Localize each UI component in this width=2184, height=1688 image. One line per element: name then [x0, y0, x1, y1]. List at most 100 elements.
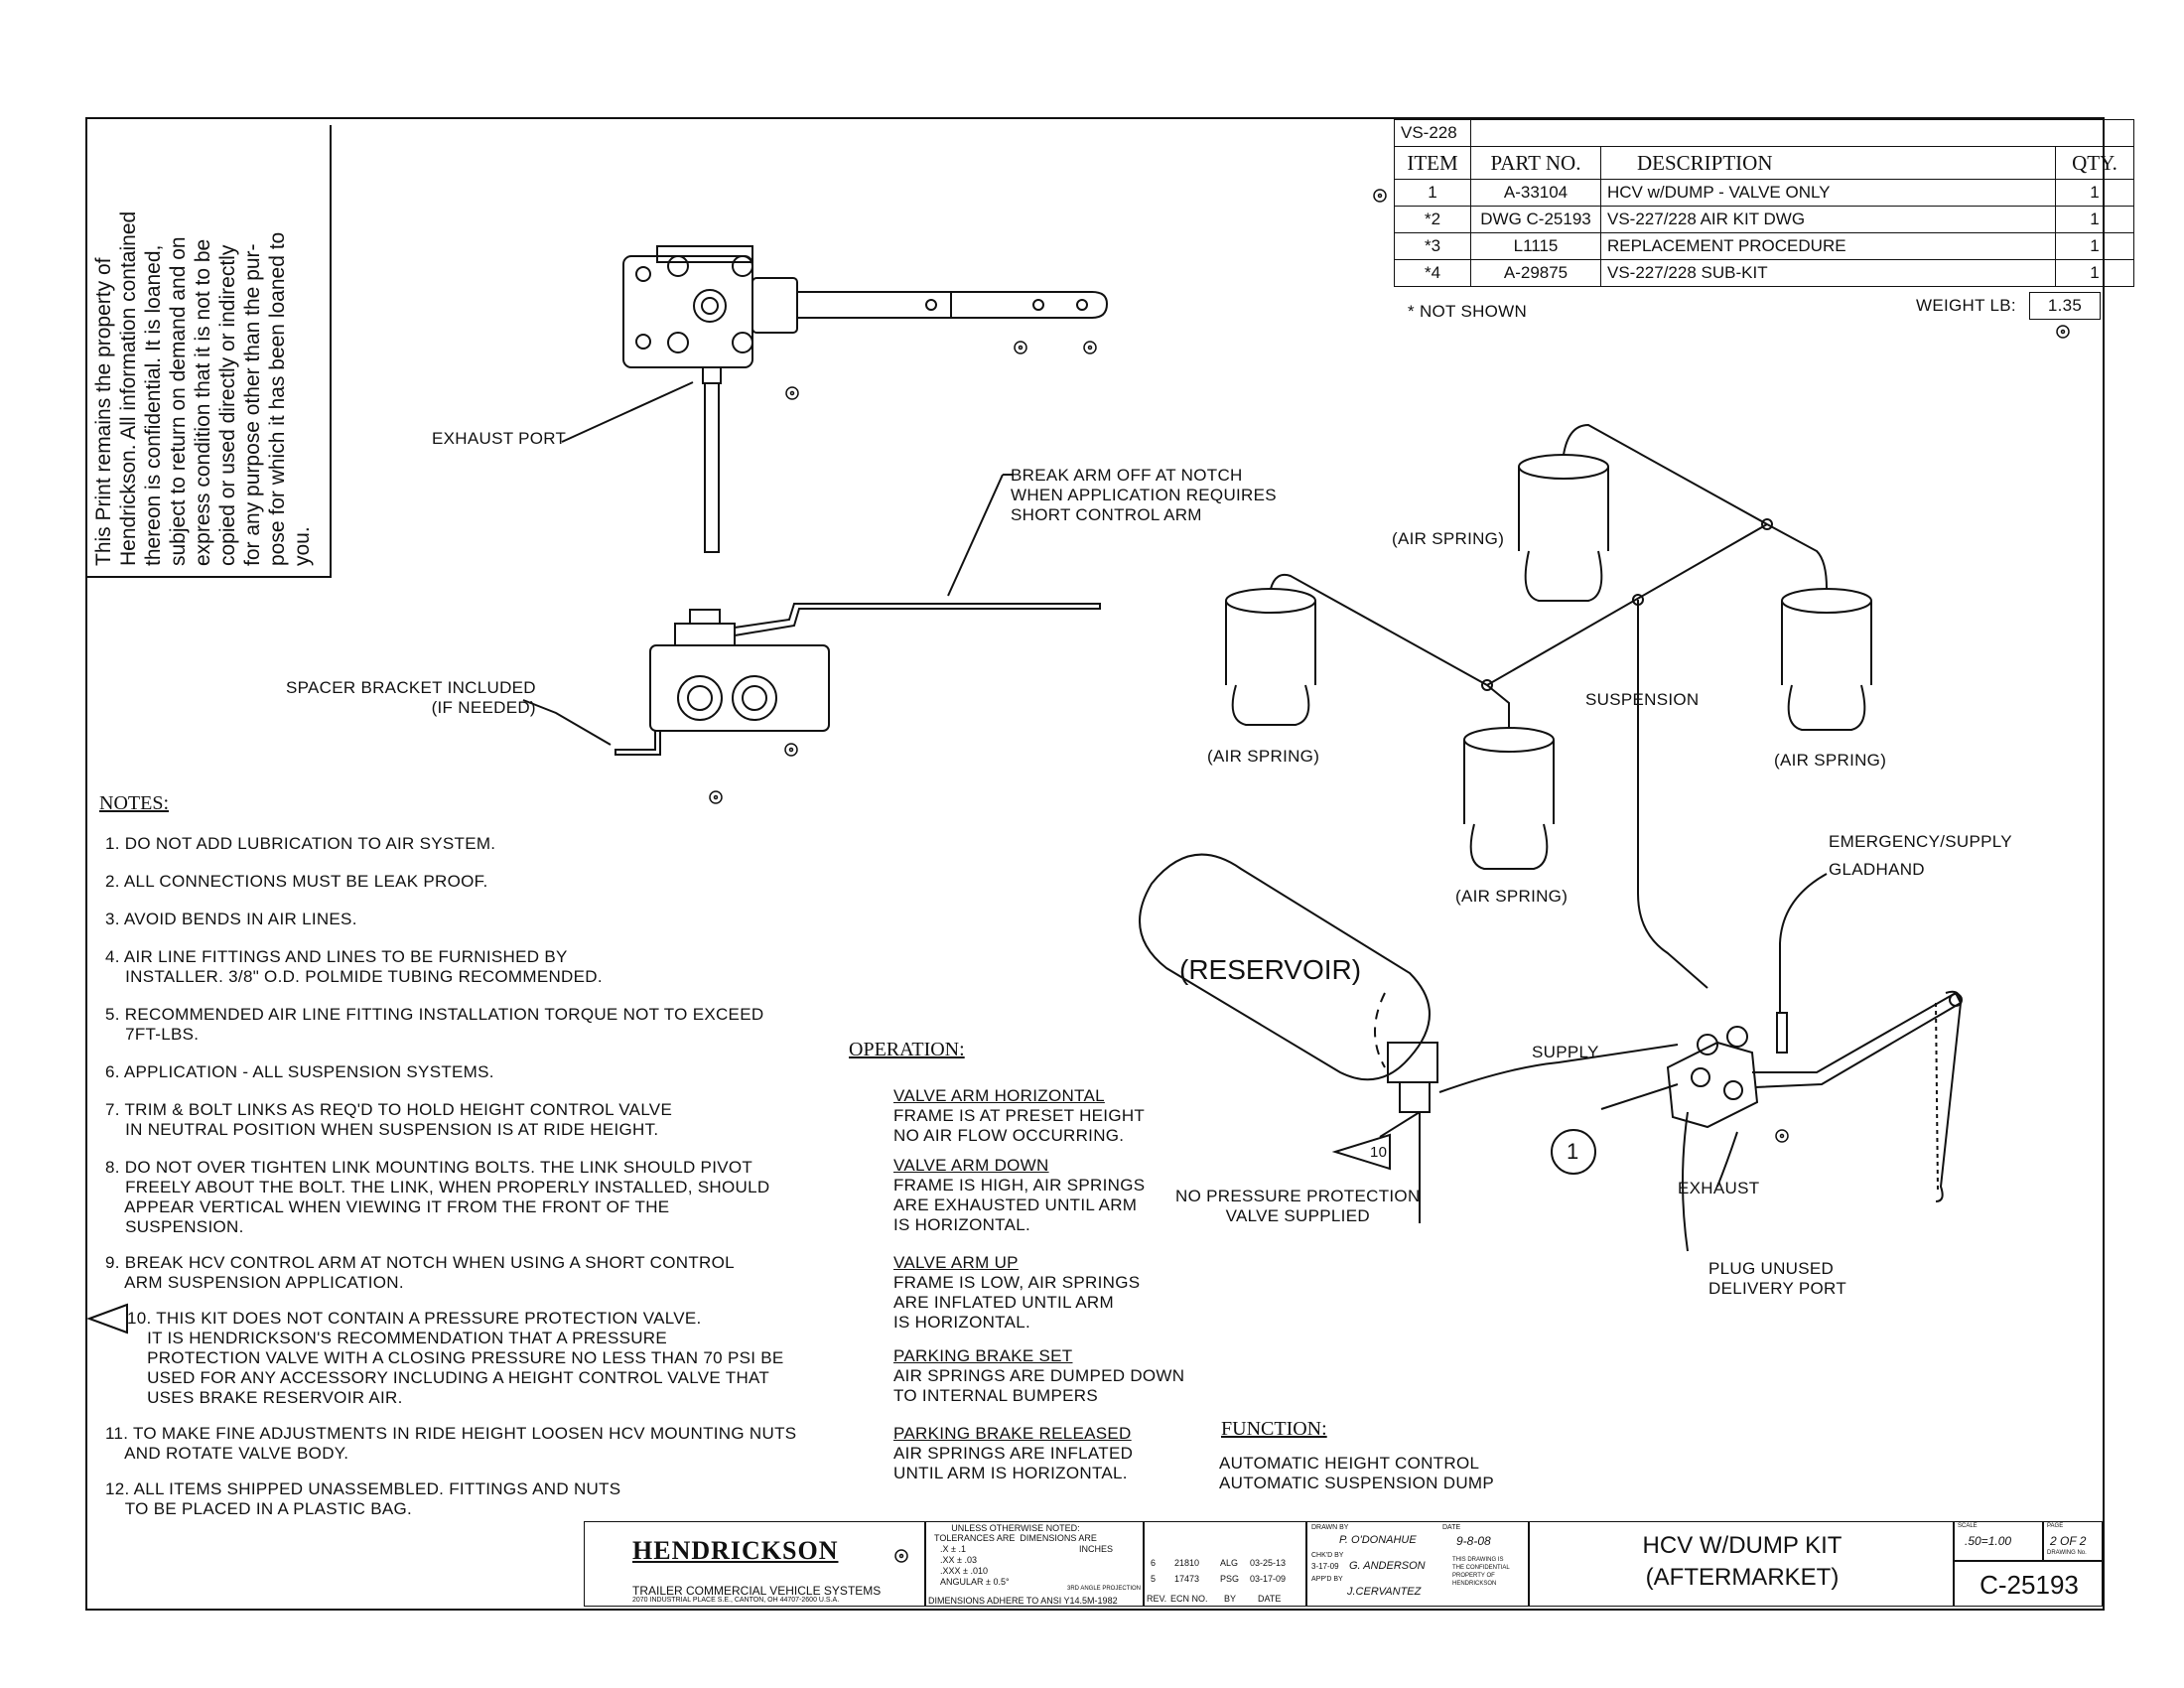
note-item: 6. APPLICATION - ALL SUSPENSION SYSTEMS.	[105, 1062, 494, 1081]
note-10-flag	[1331, 1133, 1391, 1171]
rev-by: ALG	[1220, 1558, 1239, 1568]
notes-title: NOTES:	[99, 792, 169, 814]
label-air-spring: (AIR SPRING)	[1455, 887, 1569, 906]
reservoir-tank	[1139, 853, 1438, 1223]
valve-top-view	[622, 245, 1109, 553]
note-item: 4. AIR LINE FITTINGS AND LINES TO BE FUR…	[105, 947, 603, 986]
operation-heading: PARKING BRAKE SET	[893, 1346, 1073, 1365]
confidential-stamp: THIS DRAWING IS THE CONFIDENTIAL PROPERT…	[1452, 1557, 1510, 1587]
bom-description: VS-227/228 AIR KIT DWG	[1600, 206, 2056, 233]
item-balloon-number: 1	[1567, 1139, 1579, 1164]
scale-value: .50=1.00	[1965, 1534, 2012, 1548]
air-spring-icons	[1225, 454, 1872, 870]
label-gladhand: GLADHAND	[1829, 860, 1925, 879]
bom-part-no: DWG C-25193	[1470, 206, 1601, 233]
company-name: TRAILER COMMERCIAL VEHICLE SYSTEMS	[632, 1584, 882, 1598]
title-block-page: PAGE 2 OF 2 DRAWING No.	[2043, 1521, 2103, 1561]
operation-title: OPERATION:	[849, 1039, 965, 1060]
note-10-flag-notes	[86, 1303, 128, 1335]
rev-header: BY	[1224, 1594, 1237, 1604]
label-exhaust-port: EXHAUST PORT	[432, 429, 567, 448]
operation-text: FRAME IS LOW, AIR SPRINGS ARE INFLATED U…	[893, 1273, 1141, 1332]
bom-row: 1 A-33104 HCV w/DUMP - VALVE ONLY 1	[1394, 179, 2134, 207]
bom-description: REPLACEMENT PROCEDURE	[1600, 232, 2056, 260]
note-item: 9. BREAK HCV CONTROL ARM AT NOTCH WHEN U…	[105, 1253, 735, 1292]
weight-label: WEIGHT LB:	[1916, 296, 2016, 315]
note-flag-number: 10	[1370, 1144, 1388, 1161]
operation-heading: VALVE ARM HORIZONTAL	[893, 1086, 1105, 1105]
drawing-frame	[85, 117, 2105, 1611]
drawing-no-label: DRAWING No.	[2047, 1550, 2087, 1556]
checked-by-label: CHK'D BY	[1311, 1552, 1344, 1559]
projection-label: 3RD ANGLE PROJECTION	[1067, 1586, 1142, 1592]
page-label: PAGE	[2047, 1523, 2064, 1529]
title-block-title: HCV W/DUMP KIT (AFTERMARKET)	[1529, 1521, 1954, 1607]
label-exhaust: EXHAUST	[1678, 1179, 1760, 1197]
title-block-scale: SCALE .50=1.00	[1954, 1521, 2043, 1561]
tolerances-values: .X ± .1 .XX ± .03 .XXX ± .010 ANGULAR ± …	[940, 1544, 1010, 1587]
operation-list: VALVE ARM HORIZONTAL FRAME IS AT PRESET …	[893, 1086, 1184, 1493]
rev-number: 6	[1151, 1558, 1157, 1568]
confidential-notice-box: This Print remains the property of Hendr…	[85, 125, 332, 578]
note-item: 2. ALL CONNECTIONS MUST BE LEAK PROOF.	[105, 872, 488, 891]
operation-text: FRAME IS HIGH, AIR SPRINGS ARE EXHAUSTED…	[893, 1176, 1146, 1234]
checked-date: 3-17-09	[1311, 1562, 1339, 1571]
label-plug-unused: PLUG UNUSED DELIVERY PORT	[1708, 1259, 1847, 1298]
note-item: 11. TO MAKE FINE ADJUSTMENTS IN RIDE HEI…	[105, 1424, 797, 1463]
title-block-signatures: DRAWN BY P. O'DONAHUE DATE 9-8-08 CHK'D …	[1306, 1521, 1529, 1607]
bom-part-no: L1115	[1470, 232, 1601, 260]
note-item: 12. ALL ITEMS SHIPPED UNASSEMBLED. FITTI…	[105, 1479, 621, 1518]
note-item: 5. RECOMMENDED AIR LINE FITTING INSTALLA…	[105, 1005, 764, 1044]
operation-text: AIR SPRINGS ARE INFLATED UNTIL ARM IS HO…	[893, 1444, 1134, 1482]
operation-section: PARKING BRAKE SET AIR SPRINGS ARE DUMPED…	[893, 1346, 1184, 1424]
note-item: 7. TRIM & BOLT LINKS AS REQ'D TO HOLD HE…	[105, 1100, 673, 1139]
bom-description: VS-227/228 SUB-KIT	[1600, 259, 2056, 287]
company-address: 2070 INDUSTRIAL PLACE S.E., CANTON, OH 4…	[632, 1597, 840, 1604]
label-break-arm: BREAK ARM OFF AT NOTCH WHEN APPLICATION …	[1011, 466, 1277, 524]
bom-part-no: A-29875	[1470, 259, 1601, 287]
valve-side-view	[614, 603, 1101, 756]
operation-section: VALVE ARM UP FRAME IS LOW, AIR SPRINGS A…	[893, 1253, 1184, 1346]
tolerances-header: UNLESS OTHERWISE NOTED: TOLERANCES ARE D…	[934, 1523, 1097, 1543]
bom-row: *3 L1115 REPLACEMENT PROCEDURE 1	[1394, 232, 2134, 260]
bill-of-materials: VS-228 ITEM PART NO. DESCRIPTION QTY. 1 …	[1394, 119, 2134, 287]
approved-by: J.CERVANTEZ	[1347, 1586, 1422, 1598]
rev-date: 03-17-09	[1250, 1574, 1287, 1584]
bom-row: *2 DWG C-25193 VS-227/228 AIR KIT DWG 1	[1394, 206, 2134, 233]
item-balloon	[1551, 1129, 1596, 1175]
note-item: 8. DO NOT OVER TIGHTEN LINK MOUNTING BOL…	[105, 1158, 770, 1236]
label-air-spring: (AIR SPRING)	[1392, 529, 1505, 548]
rev-ecn: 21810	[1174, 1558, 1200, 1568]
title-block-tolerances: UNLESS OTHERWISE NOTED: TOLERANCES ARE D…	[925, 1521, 1144, 1607]
bom-row: *4 A-29875 VS-227/228 SUB-KIT 1	[1394, 259, 2134, 287]
bom-col-description: DESCRIPTION	[1600, 146, 2056, 180]
dimensions-units: INCHES	[1079, 1544, 1114, 1554]
rev-header: ECN NO.	[1170, 1594, 1208, 1604]
bom-description: HCV w/DUMP - VALVE ONLY	[1600, 179, 2056, 207]
rev-by: PSG	[1220, 1574, 1240, 1584]
operation-section: PARKING BRAKE RELEASED AIR SPRINGS ARE I…	[893, 1424, 1184, 1493]
note-item: 3. AVOID BENDS IN AIR LINES.	[105, 910, 357, 928]
scale-label: SCALE	[1958, 1523, 1978, 1529]
dimensions-standard: DIMENSIONS ADHERE TO ANSI Y14.5M-1982	[928, 1596, 1118, 1606]
bom-item: *4	[1394, 259, 1471, 287]
bom-item: *2	[1394, 206, 1471, 233]
rev-date: 03-25-13	[1250, 1558, 1287, 1568]
note-item: 10. THIS KIT DOES NOT CONTAIN A PRESSURE…	[127, 1309, 784, 1407]
note-item: 1. DO NOT ADD LUBRICATION TO AIR SYSTEM.	[105, 834, 496, 853]
label-air-spring: (AIR SPRING)	[1207, 747, 1320, 766]
label-air-spring: (AIR SPRING)	[1774, 751, 1887, 770]
date-label: DATE	[1442, 1524, 1461, 1531]
function-text: AUTOMATIC HEIGHT CONTROL AUTOMATIC SUSPE…	[1219, 1454, 1495, 1492]
function-title: FUNCTION:	[1221, 1418, 1327, 1440]
page-value: 2 OF 2	[2050, 1534, 2087, 1548]
drawing-number: C-25193	[1979, 1570, 2079, 1600]
operation-text: AIR SPRINGS ARE DUMPED DOWN TO INTERNAL …	[893, 1366, 1185, 1405]
checked-by: G. ANDERSON	[1349, 1560, 1426, 1572]
label-reservoir: (RESERVOIR)	[1179, 954, 1362, 985]
operation-heading: PARKING BRAKE RELEASED	[893, 1424, 1132, 1443]
hendrickson-logo: HENDRICKSON	[632, 1536, 839, 1565]
rev-header: REV.	[1147, 1594, 1167, 1604]
label-no-pressure-protection: NO PRESSURE PROTECTION VALVE SUPPLIED	[1175, 1187, 1421, 1225]
